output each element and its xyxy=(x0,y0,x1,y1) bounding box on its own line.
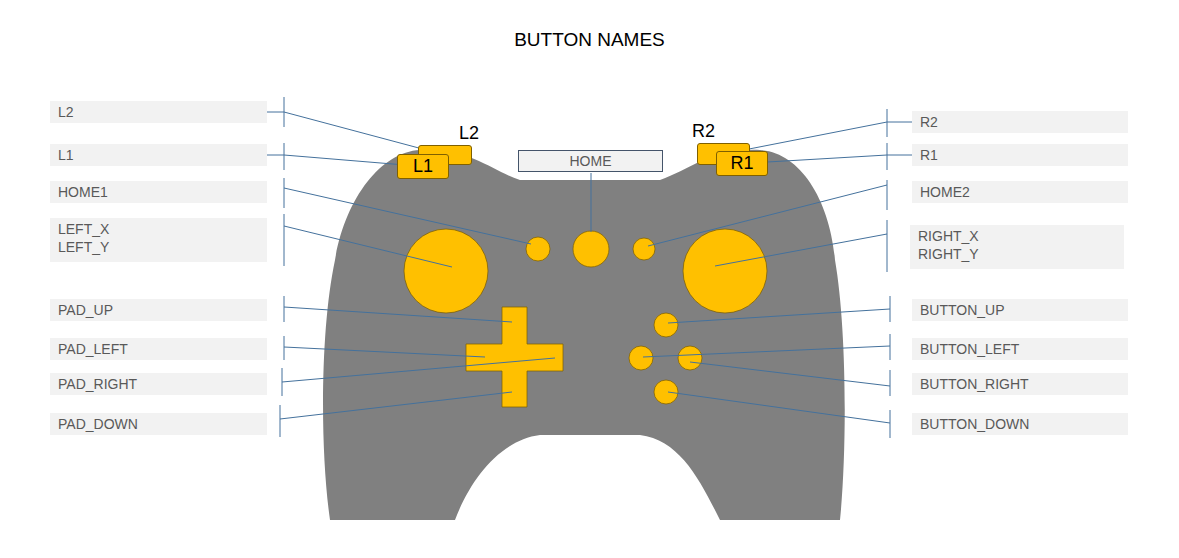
tick-mark xyxy=(887,109,888,137)
label-box: PAD_DOWN xyxy=(50,413,267,435)
leader-line xyxy=(282,358,555,382)
label-box: LEFT_XLEFT_Y xyxy=(50,218,267,262)
left-stick xyxy=(404,229,488,313)
home1-button xyxy=(526,237,550,261)
leader-line xyxy=(648,185,887,246)
tick-mark xyxy=(284,143,285,170)
leader-connector xyxy=(267,155,397,164)
tick-mark xyxy=(887,220,888,272)
tick-mark xyxy=(284,214,285,266)
tick-mark xyxy=(890,410,891,438)
leader-line xyxy=(690,362,890,386)
button-name: RIGHT_Y xyxy=(918,245,1116,263)
button-name: PAD_RIGHT xyxy=(58,375,259,393)
tick-mark xyxy=(887,143,888,170)
button-name: R1 xyxy=(920,146,1120,164)
button-name: LEFT_Y xyxy=(58,238,259,256)
label-box: L2 xyxy=(50,101,267,123)
tick-mark xyxy=(890,370,891,396)
home-label-box: HOME xyxy=(518,150,663,172)
label-box: RIGHT_XRIGHT_Y xyxy=(910,225,1124,269)
leader-line xyxy=(284,188,531,244)
label-box: PAD_LEFT xyxy=(50,338,267,360)
label-box: HOME1 xyxy=(50,181,267,203)
button-name: RIGHT_X xyxy=(918,227,1116,245)
face-button-right xyxy=(678,346,702,370)
button-name: HOME xyxy=(527,152,654,170)
title-holder: BUTTON NAMES xyxy=(0,29,1179,51)
label-box: BUTTON_LEFT xyxy=(912,338,1128,360)
tick-mark xyxy=(284,336,285,360)
label-box: PAD_RIGHT xyxy=(50,373,267,395)
button-name: HOME1 xyxy=(58,183,259,201)
leader-line xyxy=(715,234,887,266)
button-name: L2 xyxy=(58,103,259,121)
button-name: BUTTON_RIGHT xyxy=(920,375,1120,393)
button-name: BUTTON_DOWN xyxy=(920,415,1120,433)
button-name: PAD_LEFT xyxy=(58,340,259,358)
shoulder-button: R1 xyxy=(716,151,768,176)
button-name: BUTTON_LEFT xyxy=(920,340,1120,358)
button-name: L2 xyxy=(459,123,479,144)
tick-mark xyxy=(887,180,888,210)
face-button-up xyxy=(654,313,678,337)
label-box: HOME2 xyxy=(912,181,1128,203)
leader-line xyxy=(284,347,485,357)
shoulder-button: L1 xyxy=(397,154,449,179)
label-box: BUTTON_RIGHT xyxy=(912,373,1128,395)
label-box: BUTTON_DOWN xyxy=(912,413,1128,435)
controller-body xyxy=(323,150,845,520)
button-name: R2 xyxy=(692,121,715,142)
label-box: BUTTON_UP xyxy=(912,299,1128,321)
leader-connector xyxy=(750,122,912,149)
tick-mark xyxy=(284,178,285,208)
home2-button xyxy=(633,238,655,260)
leader-line xyxy=(668,309,890,323)
tick-mark xyxy=(890,334,891,360)
home-button xyxy=(573,231,609,267)
button-name: HOME2 xyxy=(920,183,1120,201)
diagram-title: BUTTON NAMES xyxy=(514,29,665,51)
tick-mark xyxy=(280,405,281,437)
leader-line xyxy=(668,392,890,423)
leader-connector xyxy=(768,155,912,162)
leader-connector xyxy=(267,112,418,148)
leader-line xyxy=(284,307,512,322)
face-button-down xyxy=(654,380,678,404)
button-name: R1 xyxy=(730,153,753,174)
button-name: BUTTON_UP xyxy=(920,301,1120,319)
label-box: L1 xyxy=(50,144,267,166)
button-name: LEFT_X xyxy=(58,220,259,238)
label-box: R2 xyxy=(912,111,1128,133)
leader-line xyxy=(591,173,592,232)
right-stick xyxy=(683,229,767,313)
button-name: PAD_UP xyxy=(58,301,259,319)
leader-line xyxy=(284,226,452,267)
button-name: PAD_DOWN xyxy=(58,415,259,433)
button-name: R2 xyxy=(920,113,1120,131)
leader-line xyxy=(280,392,512,419)
label-box: PAD_UP xyxy=(50,299,267,321)
face-button-left xyxy=(629,346,653,370)
leader-line xyxy=(643,346,890,357)
button-name: L1 xyxy=(413,156,433,177)
button-name: L1 xyxy=(58,146,259,164)
tick-mark xyxy=(284,296,285,322)
label-box: R1 xyxy=(912,144,1128,166)
